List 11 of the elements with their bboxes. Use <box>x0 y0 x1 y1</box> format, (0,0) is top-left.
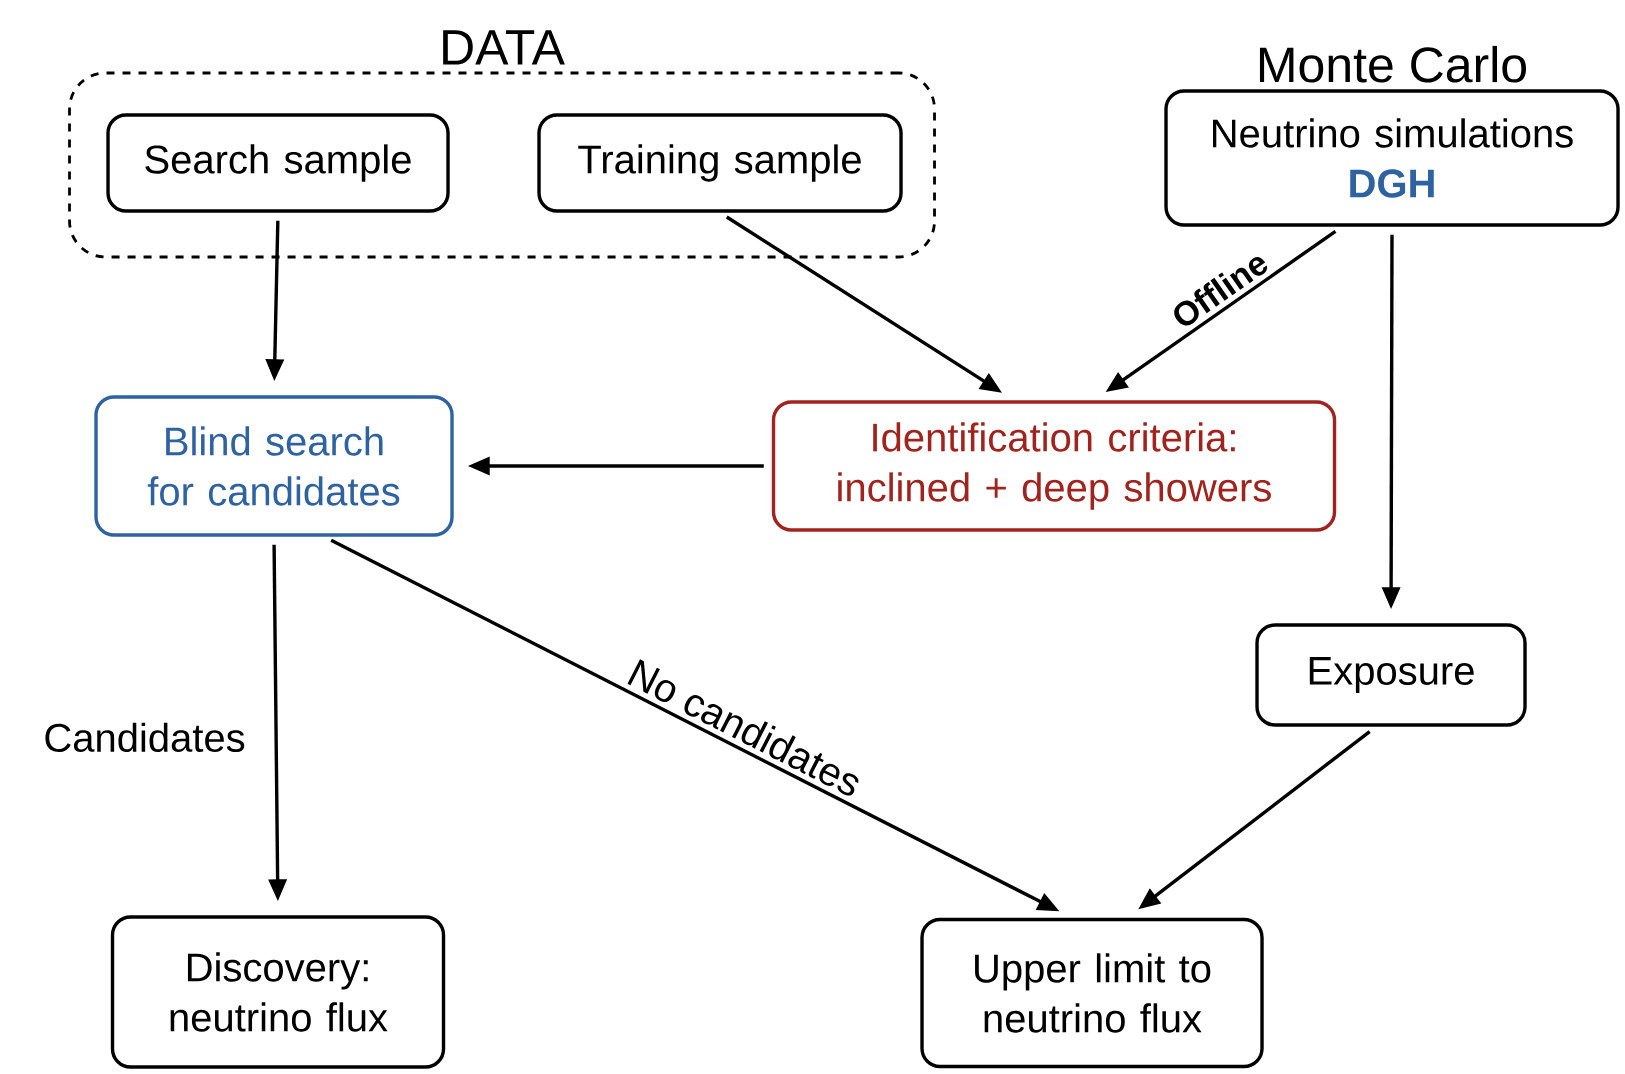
edge-label: Candidates <box>45 722 245 753</box>
group-heading: Monte Carlo <box>1259 45 1526 83</box>
process-box: Search sample <box>106 113 450 213</box>
process-box: Identification criteria: inclined + deep showers <box>771 400 1337 532</box>
process-box: Exposure <box>1255 623 1527 727</box>
process-box: Discovery: neutrino flux <box>110 915 446 1069</box>
process-box: Upper limit to neutrino flux <box>920 917 1264 1069</box>
process-box: Neutrino simulations DGH <box>1164 89 1620 227</box>
process-box: Training sample <box>537 113 903 213</box>
process-box: Blind search for candidates <box>94 395 454 537</box>
group-heading: DATA <box>443 30 565 65</box>
